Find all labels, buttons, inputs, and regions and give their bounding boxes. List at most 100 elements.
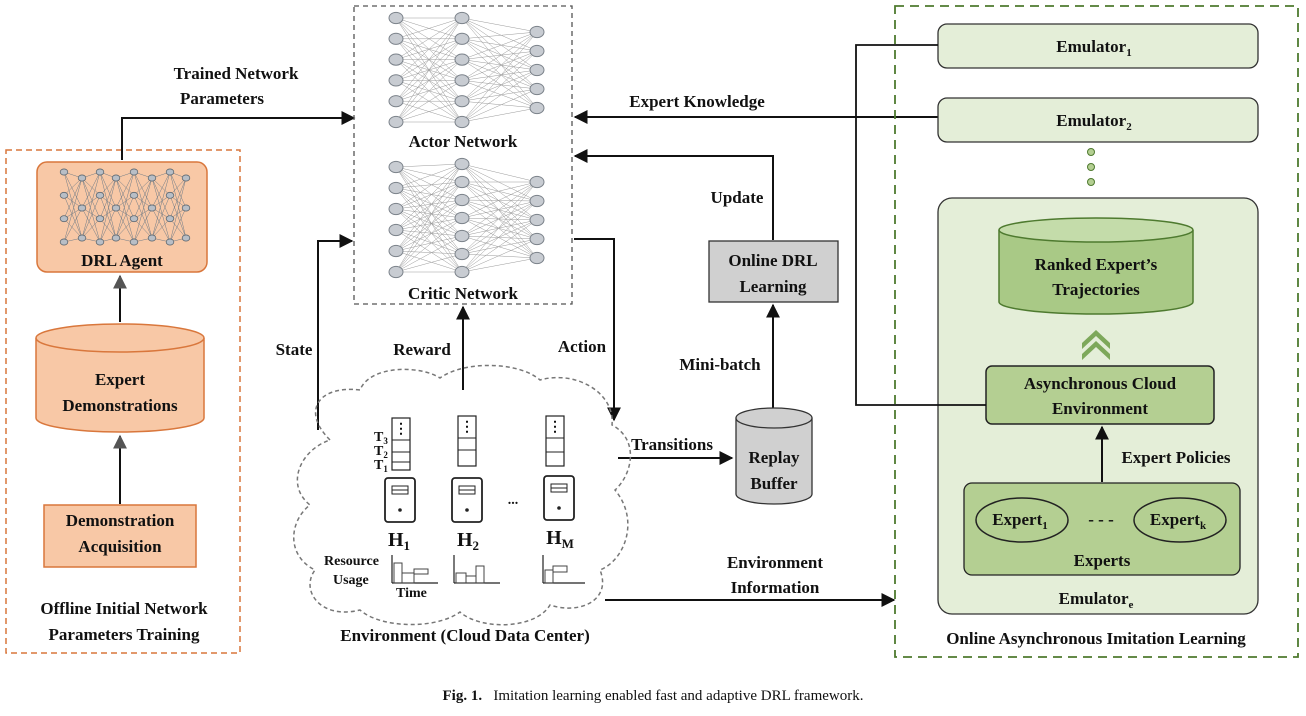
mini-batch-label: Mini-batch [679,355,761,374]
ranked-trajectories-cylinder [998,217,1194,315]
server-icon-h2 [451,477,483,523]
network-node [454,32,470,45]
network-node [129,191,139,199]
network-node [59,168,69,176]
network-node [529,44,545,58]
offline-title-1: Offline Initial Network [40,599,208,618]
emulator-2-box [937,97,1259,143]
networks-panel: Actor Network Critic Network [353,5,573,305]
network-node [111,234,121,242]
network-node [454,95,470,108]
action-label: Action [558,337,607,356]
expert-demonstrations-cylinder [35,323,205,433]
network-node [181,234,191,242]
network-node [181,204,191,212]
network-node [454,53,470,66]
environment-info-label-2: Information [731,578,820,597]
network-node [181,174,191,182]
host-h1-label: H1 [388,529,410,553]
async-cloud-env-label-1: Asynchronous Cloud [1024,374,1177,393]
usage-chart-hm [542,555,585,584]
online-panel-border [894,5,1299,658]
network-node [454,265,470,279]
network-node [454,74,470,87]
critic-network-label: Critic Network [408,284,519,303]
actor-network-label: Actor Network [409,132,518,151]
emulator-dot-2 [1087,163,1095,171]
network-node [59,191,69,199]
network-node [165,191,175,199]
svg-text:⋮: ⋮ [548,420,562,435]
network-node [388,181,404,195]
expert-1-node [975,497,1069,543]
online-drl-learning-box [708,240,839,303]
emulator-e-label: Emulatore [1059,589,1134,611]
environment-cloud [293,364,632,626]
networks-panel-border [353,5,573,305]
expert-dots-label: - - - [1088,510,1114,529]
network-node [165,238,175,246]
network-node [529,63,545,77]
replay-buffer-label-1: Replay [749,448,801,467]
ranked-trajectories-label-1: Ranked Expert’s [1035,255,1158,274]
network-node [454,157,470,171]
network-node [529,251,545,265]
network-node [95,238,105,246]
expert-k-label: Expertk [1150,510,1207,532]
resource-usage-label-2: Usage [333,573,369,588]
trained-params-label-2: Parameters [180,89,264,108]
network-node [388,160,404,174]
replay-buffer-cylinder [735,407,813,505]
usage-chart-h2 [453,555,500,584]
state-arrow [317,234,354,430]
svg-text:⋮: ⋮ [394,422,408,437]
task-t3-label: T3 [374,430,388,446]
expert-policies-label: Expert Policies [1121,448,1230,467]
network-node [129,238,139,246]
task-stack-h1: ⋮ [391,417,411,471]
demonstration-acquisition-label-1: Demonstration [66,511,175,530]
network-node [529,194,545,208]
resource-usage-label-1: Resource [324,554,379,569]
network-node [388,32,404,45]
network-node [388,95,404,108]
network-node [529,82,545,96]
online-learning-panel: Emulator1 Emulator2 Emulatore Ranked Exp… [894,5,1299,658]
online-drl-learning-label-1: Online DRL [728,251,817,270]
time-axis-label: Time [396,586,427,601]
network-node [388,202,404,216]
expert-demonstrations-label-2: Demonstrations [62,396,178,415]
reward-label: Reward [393,340,451,359]
emulator-dot-3 [1087,178,1095,186]
svg-text:⋮: ⋮ [460,420,474,435]
network-node [454,247,470,261]
state-label: State [276,340,313,359]
network-node [388,244,404,258]
experts-label: Experts [1074,551,1131,570]
online-drl-learning-label-2: Learning [739,277,807,296]
network-node [388,223,404,237]
network-node [388,53,404,66]
network-node [388,115,404,129]
network-node [147,174,157,182]
network-node [95,215,105,223]
demonstration-acquisition-label-2: Acquisition [78,537,162,556]
online-title: Online Asynchronous Imitation Learning [946,629,1246,648]
network-node [454,175,470,189]
network-node [388,11,404,25]
emulator-bracket-line [855,44,986,406]
update-label: Update [711,188,764,207]
network-node [59,238,69,246]
network-node [77,234,87,242]
action-arrow [574,238,621,422]
network-node [147,204,157,212]
expert-k-node [1133,497,1227,543]
network-node [454,229,470,243]
server-icon-hm [543,475,575,521]
async-cloud-env-box [985,365,1215,425]
network-node [454,11,470,25]
async-cloud-env-label-2: Environment [1052,399,1148,418]
transitions-label: Transitions [631,435,713,454]
network-node [165,215,175,223]
task-stack-h2: ⋮ [457,415,477,467]
